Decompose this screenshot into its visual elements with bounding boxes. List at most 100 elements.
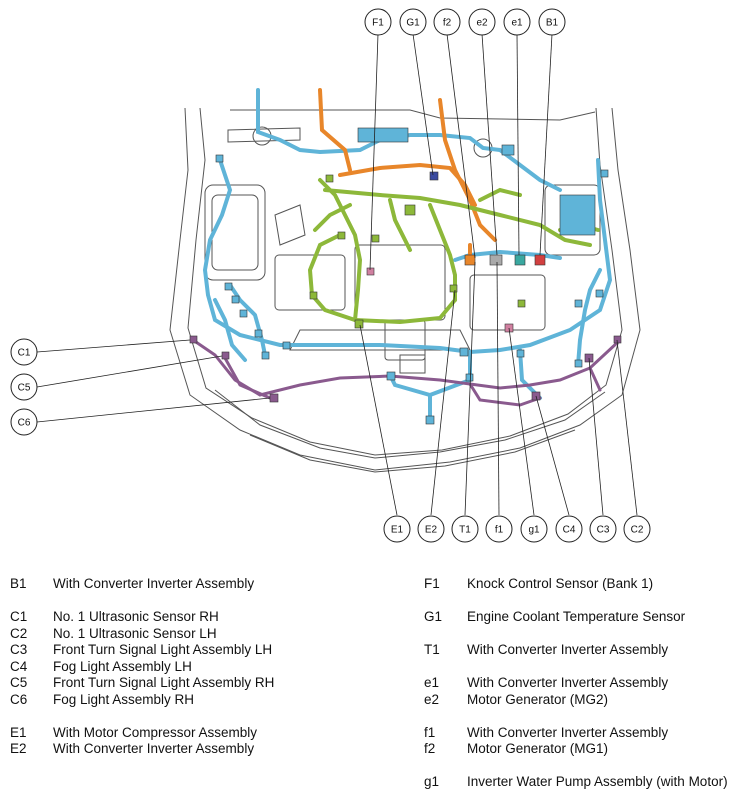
- connector: [595, 289, 604, 298]
- legend-row: e1 With Converter Inverter Assembly: [424, 675, 739, 692]
- legend-description: No. 1 Ultrasonic Sensor LH: [53, 625, 217, 641]
- legend-code: G1: [424, 609, 443, 624]
- callout-label: F1: [372, 18, 384, 29]
- callout-label: f2: [443, 18, 452, 29]
- connector: [224, 282, 233, 291]
- callout-label: E2: [425, 525, 438, 536]
- legend-description: Fog Light Assembly RH: [53, 691, 195, 707]
- purple-wire-harness: [191, 338, 620, 407]
- connector: [574, 359, 583, 368]
- callout-c3: C3: [589, 515, 617, 543]
- callout-c1: C1: [10, 338, 38, 366]
- callout-c2: C2: [623, 515, 651, 543]
- connector: [600, 169, 609, 178]
- legend-code: C4: [10, 658, 28, 674]
- connector: [231, 295, 240, 304]
- connector: [517, 299, 526, 308]
- callout-label: C1: [18, 348, 31, 359]
- callout-b1: B1: [538, 8, 566, 36]
- legend-row: C3 Front Turn Signal Light Assembly LH: [10, 642, 340, 659]
- legend-code: T1: [424, 642, 440, 657]
- callout-label: e2: [476, 18, 488, 29]
- connector: [574, 299, 583, 308]
- connector: [254, 329, 263, 338]
- connector: [534, 254, 546, 266]
- vehicle-outline: [169, 107, 641, 473]
- connector: [489, 254, 503, 266]
- legend-description: Motor Generator (MG1): [467, 741, 609, 756]
- connector: [215, 154, 224, 163]
- connector: [354, 319, 364, 329]
- legend-code: e1: [424, 675, 440, 690]
- legend-code: C6: [10, 691, 28, 707]
- legend-code: F1: [424, 576, 440, 591]
- legend-code: f2: [424, 741, 436, 756]
- connector: [337, 231, 346, 240]
- callout-label: C4: [563, 525, 576, 536]
- legend-code: C5: [10, 675, 28, 690]
- connector: [465, 373, 474, 382]
- callout-label: f1: [495, 525, 504, 536]
- legend-description: With Converter Inverter Assembly: [53, 741, 255, 756]
- legend-description: With Converter Inverter Assembly: [53, 576, 255, 591]
- callout-e2: e2: [468, 8, 496, 36]
- connector: [282, 341, 291, 350]
- callout-c4: C4: [555, 515, 583, 543]
- legend-description: Front Turn Signal Light Assembly RH: [53, 675, 275, 690]
- legend-code: C3: [10, 642, 28, 657]
- callout-label: g1: [528, 525, 540, 536]
- legend-row: C2 No. 1 Ultrasonic Sensor LH: [10, 626, 340, 643]
- connector: [425, 415, 435, 425]
- connector: [514, 254, 526, 266]
- legend-description: Inverter Water Pump Assembly (with Motor…: [467, 774, 728, 789]
- connector: [189, 335, 198, 344]
- callout-c6: C6: [10, 408, 38, 436]
- connector-blocks: [189, 127, 622, 425]
- legend-description: With Converter Inverter Assembly: [467, 642, 669, 657]
- callout-c5: C5: [10, 373, 38, 401]
- connector: [261, 351, 270, 360]
- legend-description: With Converter Inverter Assembly: [467, 675, 669, 690]
- connector: [309, 291, 318, 300]
- callout-label: G1: [406, 18, 420, 29]
- callout-f1: f1: [485, 515, 513, 543]
- legend-row: C6 Fog Light Assembly RH: [10, 692, 340, 709]
- connector: [449, 284, 458, 293]
- callout-label: T1: [459, 525, 471, 536]
- legend-row: C4 Fog Light Assembly LH: [10, 659, 340, 676]
- legend-code: E1: [10, 724, 27, 740]
- legend-description: Front Turn Signal Light Assembly LH: [53, 642, 273, 657]
- legend-code: C2: [10, 625, 28, 641]
- legend-description: Motor Generator (MG2): [467, 691, 609, 707]
- callout-g1: G1: [399, 8, 427, 36]
- legend-row: T1 With Converter Inverter Assembly: [424, 642, 739, 659]
- connector: [269, 393, 279, 403]
- legend-row: e2 Motor Generator (MG2): [424, 692, 739, 709]
- legend-code: e2: [424, 691, 440, 707]
- connector: [357, 127, 409, 143]
- legend-description: Knock Control Sensor (Bank 1): [467, 576, 654, 591]
- callout-label: C2: [631, 525, 644, 536]
- callout-g1: g1: [520, 515, 548, 543]
- legend-row: C5 Front Turn Signal Light Assembly RH: [10, 675, 340, 692]
- connector: [459, 347, 469, 357]
- legend-description: Fog Light Assembly LH: [53, 658, 192, 674]
- callout-label: C3: [597, 525, 610, 536]
- connector: [429, 171, 439, 181]
- connector: [239, 309, 248, 318]
- legend-code: C1: [10, 609, 28, 624]
- connector: [221, 351, 230, 360]
- callout-label: B1: [546, 18, 559, 29]
- connector: [371, 234, 380, 243]
- connector: [464, 254, 476, 266]
- legend-code: B1: [10, 576, 27, 591]
- connector: [404, 204, 416, 216]
